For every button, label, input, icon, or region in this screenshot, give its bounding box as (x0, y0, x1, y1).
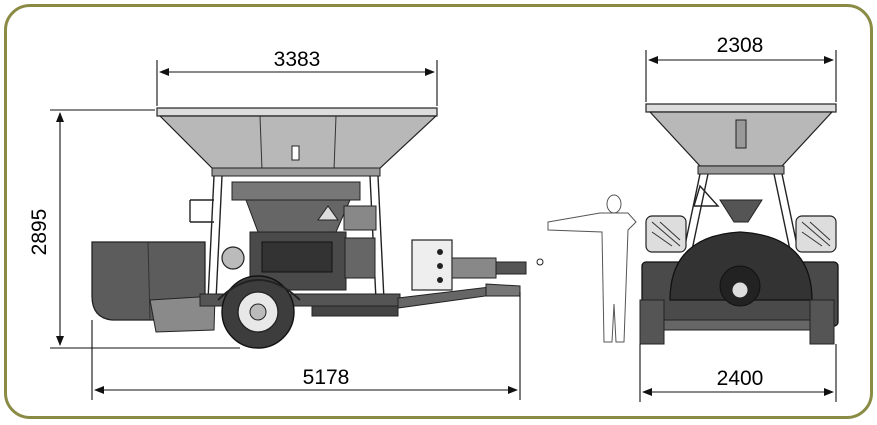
rear-funnel (719, 199, 763, 223)
dim-label-hopper-width-side: 3383 (274, 48, 321, 71)
side-machine-body (221, 181, 377, 291)
side-view (91, 107, 544, 349)
side-hopper (156, 107, 438, 177)
rear-side-panels (645, 215, 837, 253)
dim-label-hopper-width-rear: 2308 (717, 34, 764, 57)
rear-hopper (645, 103, 837, 175)
dim-label-overall-length: 5178 (303, 366, 350, 389)
dim-label-overall-height: 2895 (28, 209, 51, 256)
dimension-lines (50, 50, 837, 402)
side-pump (411, 239, 544, 291)
rear-frame-legs (683, 173, 799, 251)
dim-label-track-width: 2400 (717, 367, 764, 390)
human-scale-figure (547, 194, 637, 343)
side-mixing-drum (91, 241, 216, 333)
side-wheel (217, 275, 301, 349)
rear-body (639, 231, 839, 345)
rear-view (639, 103, 839, 345)
